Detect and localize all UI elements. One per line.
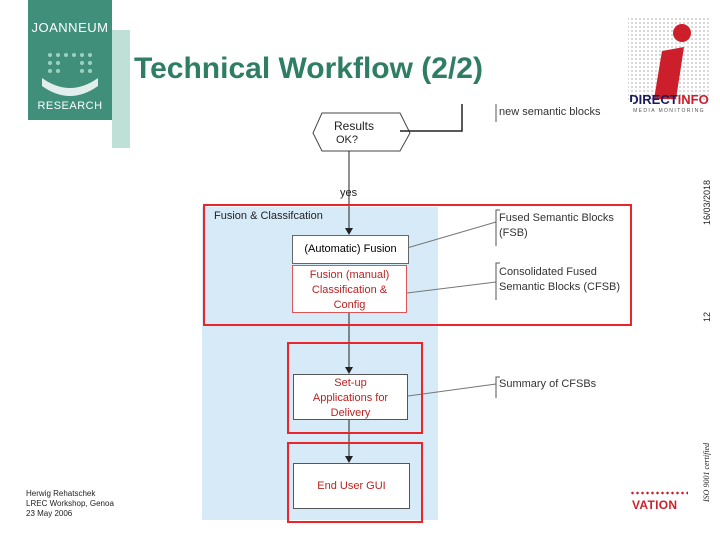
fusion-highlight-frame [203,204,632,326]
decision-ok-label: OK? [336,134,359,146]
manual-fusion-box: Fusion (manual) Classification & Config [292,265,407,313]
directinfo-logo-name: DIRECTINFO [626,92,712,107]
note-new-semantic-blocks: new semantic blocks [499,106,601,118]
directinfo-logo-direct: DIRECT [629,92,678,107]
slide-title: Technical Workflow (2/2) [134,52,483,85]
setup-highlight-frame [287,342,423,434]
footer-author: Herwig Rehatschek [26,489,96,498]
note-cfsb-line-1: Consolidated Fused [499,266,597,278]
fusion-section-label: Fusion & Classifcation [214,210,323,222]
footer-brand-fragment: VATION [632,498,678,512]
footer-dotted-rule [630,490,688,496]
note-consolidated-blocks: Consolidated Fused Semantic Blocks (CFSB… [499,265,620,295]
footer-event: LREC Workshop, Genoa [26,499,114,508]
automatic-fusion-box: (Automatic) Fusion [292,235,409,264]
manual-fusion-line-2: Classification & [311,284,388,296]
arrow-to-fusion-icon [345,228,353,235]
decision-results-label: Results [333,119,374,133]
results-decision-shape [312,112,411,152]
footer-date: 23 May 2006 [26,509,73,518]
note-bracket-summary [495,376,500,398]
joanneum-logo-subtitle: RESEARCH [37,100,103,112]
joanneum-logo [28,0,112,120]
header-accent-bar [112,30,130,148]
setup-line-2: Applications for [312,392,389,404]
note-fused-semantic-blocks: Fused Semantic Blocks (FSB) [499,211,614,241]
directinfo-i-logo-icon [628,17,710,101]
setup-line-1: Set-up [334,377,367,389]
yes-branch-label: yes [340,187,358,199]
note-cfsb-line-2: Semantic Blocks (CFSB) [499,281,621,293]
note-fsb-line-2: (FSB) [499,227,528,239]
setup-line-3: Delivery [330,407,371,419]
callout-line-cfsb [406,281,497,294]
manual-fusion-line-3: Config [333,299,366,311]
end-user-gui-box: End User GUI [293,463,410,509]
joanneum-logo-mark-icon [28,0,112,120]
loop-back-line [400,104,463,132]
callout-line-fsb [406,221,497,249]
enduser-highlight-frame [287,442,423,523]
directinfo-logo-info: INFO [677,92,709,107]
arrow-to-setup-icon [345,367,353,374]
note-summary-cfsbs: Summary of CFSBs [499,378,597,390]
note-fsb-line-1: Fused Semantic Blocks [499,212,614,224]
manual-fusion-line-1: Fusion (manual) [309,269,390,281]
note-bracket-fsb [495,209,500,246]
note-bracket-cfsb [495,262,500,300]
footer-author-block: Herwig Rehatschek LREC Workshop, Genoa 2… [26,489,114,519]
setup-applications-box: Set-up Applications for Delivery [293,374,408,420]
arrow-to-enduser-icon [345,456,353,463]
directinfo-logo-tagline: MEDIA MONITORING [633,108,705,114]
joanneum-logo-name: JOANNEUM [31,20,109,35]
